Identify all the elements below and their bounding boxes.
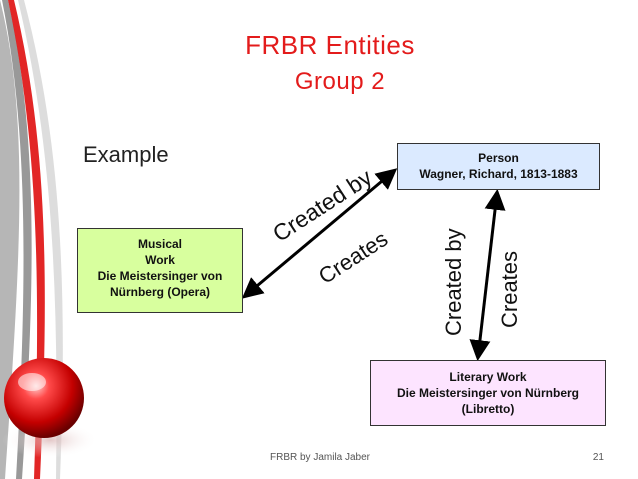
footer-text: FRBR by Jamila Jaber	[269, 452, 371, 463]
orb-highlight	[18, 373, 46, 391]
label-literary-created-by: Created by	[441, 228, 466, 336]
arrow-person-musical	[241, 168, 398, 299]
person-box: Person Wagner, Richard, 1813-1883	[397, 143, 600, 190]
arrow-person-literary	[469, 188, 506, 362]
person-box-line-2: Wagner, Richard, 1813-1883	[419, 167, 578, 181]
title-line-2: Group 2	[294, 68, 386, 95]
literary-box-line-2: Die Meistersinger von Nürnberg	[396, 386, 580, 400]
person-box-line-1: Person	[478, 151, 519, 165]
musical-work-box: Musical Work Die Meistersinger von Nürnb…	[77, 228, 243, 313]
literary-box-line-1: Literary Work	[449, 370, 527, 384]
label-literary-creates: Creates	[497, 250, 522, 328]
musical-box-line-2: Work	[145, 253, 175, 267]
musical-box-line-1: Musical	[137, 237, 182, 251]
literary-work-box: Literary Work Die Meistersinger von Nürn…	[370, 360, 606, 426]
page-number: 21	[592, 452, 604, 463]
musical-box-line-3: Die Meistersinger von	[97, 269, 223, 283]
swoosh-gray	[0, 0, 20, 479]
example-label: Example	[83, 142, 169, 167]
swoosh-dark	[2, 0, 32, 479]
literary-box-line-3: (Libretto)	[461, 402, 515, 416]
title-line-1: FRBR Entities	[245, 30, 415, 60]
musical-box-line-4: Nürnberg (Opera)	[109, 285, 210, 299]
